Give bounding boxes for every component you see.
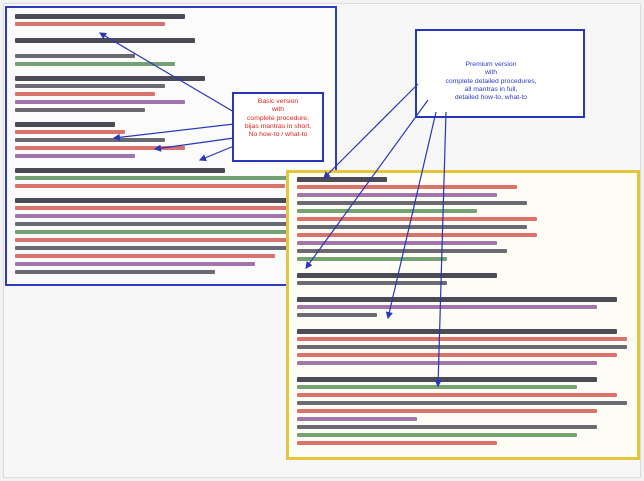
document-text-line [15,270,215,274]
document-text-line [297,361,597,365]
document-text-line [15,84,165,88]
document-text-line [297,201,527,205]
basic-version-callout: Basic version with complete procedure, b… [232,92,324,162]
document-text-line [15,176,295,180]
document-text-line [15,92,155,96]
document-text-line [15,62,175,66]
document-text-line [15,138,165,142]
document-text-line [297,193,497,197]
document-heading-line [15,76,205,81]
document-text-line [15,130,125,134]
document-text-line [15,246,315,250]
document-text-line [15,254,275,258]
callout-line: detailed how-to, what-to [454,94,528,102]
basic-version-callout-text: Basic version with complete procedure, b… [236,98,320,139]
callout-line: bijas mantras in short, [244,122,312,130]
document-text-line [297,249,507,253]
document-text-line [297,313,377,317]
callout-line: complete procedure, [247,114,309,122]
callout-line: with [271,106,285,114]
document-text-line [15,154,135,158]
callout-line: with [484,69,498,77]
document-text-line [297,345,627,349]
callout-line: complete detailed procedures, [445,77,537,85]
document-text-line [297,417,417,421]
document-heading-line [297,177,387,182]
arrow-icon [98,32,235,113]
document-text-line [15,238,305,242]
document-text-line [297,281,447,285]
callout-line: Premium version [465,61,517,68]
document-heading-line [15,122,115,127]
arrow-icon [112,123,235,141]
document-text-line [297,305,597,309]
document-heading-line [15,168,225,173]
document-text-line [15,54,135,58]
document-text-line [297,337,627,341]
callout-line: Basic version [257,98,299,105]
document-text-line [297,241,497,245]
callout-line: No how-to / what-to [248,131,308,139]
document-text-line [15,184,285,188]
document-text-line [15,100,185,104]
premium-version-callout-text: Premium version with complete detailed p… [437,61,545,102]
arrow-icon [198,145,235,162]
document-heading-line [297,297,617,302]
document-text-line [297,225,527,229]
arrow-icon [305,99,429,269]
document-text-line [297,233,537,237]
document-text-line [297,353,617,357]
document-text-line [15,108,145,112]
document-text-line [297,441,497,445]
document-text-line [297,185,517,189]
document-heading-line [297,273,497,278]
document-heading-line [15,198,315,203]
document-heading-line [15,14,185,19]
document-text-line [15,146,185,150]
document-heading-line [297,377,597,382]
document-text-line [15,22,165,26]
premium-version-callout: Premium version with complete detailed p… [415,29,585,118]
document-text-line [15,230,315,234]
arrow-icon [153,137,235,152]
document-text-line [297,257,447,261]
document-heading-line [15,38,195,43]
document-text-line [297,209,477,213]
arrow-icon [385,111,437,320]
arrow-icon [434,111,447,388]
document-text-line [297,409,597,413]
document-text-line [297,425,597,429]
document-heading-line [297,329,617,334]
document-text-line [15,214,315,218]
arrow-icon [323,83,419,179]
document-text-line [297,393,617,397]
document-text-line [297,401,627,405]
document-text-line [297,433,577,437]
document-text-line [15,222,320,226]
document-text-line [15,262,255,266]
document-text-line [297,217,537,221]
callout-line: all mantras in full, [464,85,518,93]
document-text-line [15,206,325,210]
premium-version-document [286,170,640,460]
